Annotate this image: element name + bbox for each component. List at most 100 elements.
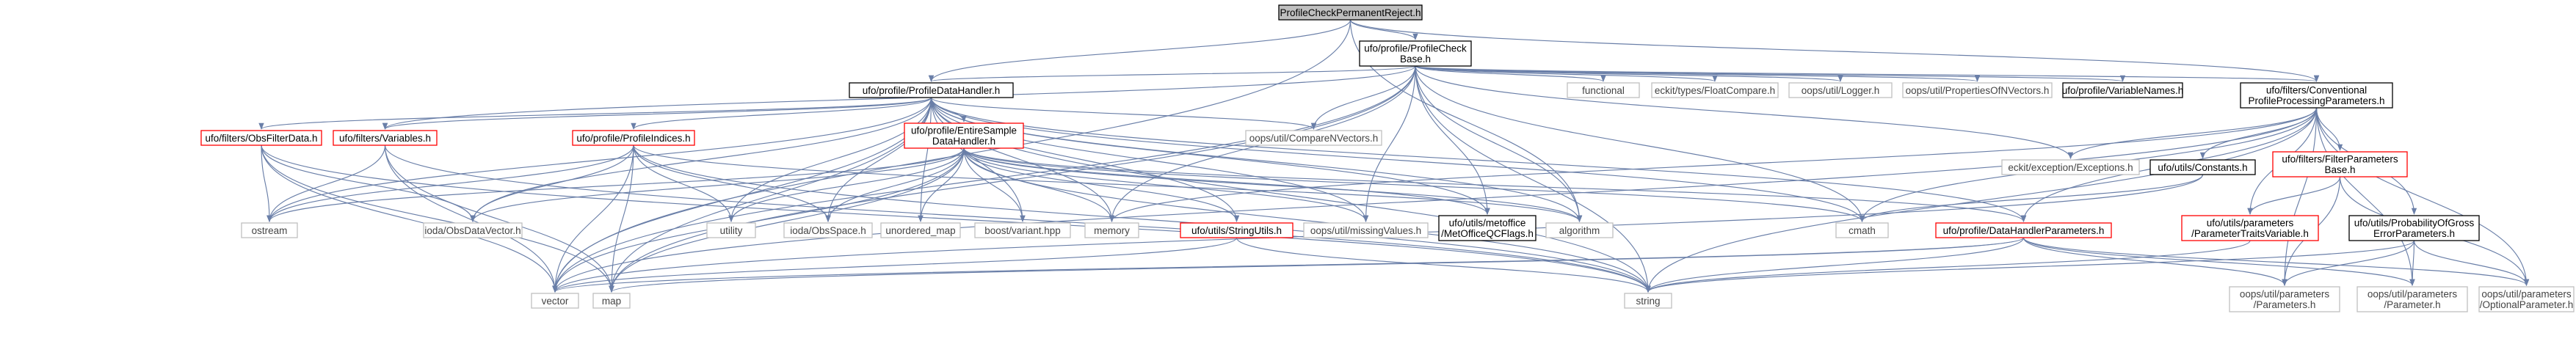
- node-label: boost/variant.hpp: [984, 225, 1061, 236]
- edge-profile_check_base-to-variables: [382, 65, 1416, 130]
- edge-prob_gross_error-to-optional_parameter: [2413, 240, 2530, 286]
- node-label: ioda/ObsDataVector.h: [424, 225, 520, 236]
- edge-entire_sample-to-missing_values: [963, 147, 1369, 222]
- edge-profile_indices-to-algorithm: [633, 144, 1582, 222]
- edge-data_handler_params-to-vector: [552, 237, 2025, 293]
- node-map: map: [592, 293, 631, 309]
- node-label: ufo/filters/ObsFilterData.h: [205, 133, 317, 144]
- node-conventional-params[interactable]: ufo/filters/ConventionalProfileProcessin…: [2240, 82, 2393, 109]
- edge-conventional_params-to-string: [1645, 107, 2318, 293]
- node-label: utility: [720, 225, 743, 236]
- node-label: Base.h: [1400, 54, 1431, 65]
- node-label: ufo/utils/metoffice: [1449, 218, 1526, 229]
- node-constants[interactable]: ufo/utils/Constants.h: [2149, 159, 2256, 175]
- node-optional-parameter: oops/util/parameters/OptionalParameter.h: [2478, 286, 2575, 312]
- node-met-office-qc-flags[interactable]: ufo/utils/metoffice/MetOfficeQCFlags.h: [1438, 215, 1536, 241]
- edge-profile_check_base-to-algorithm: [1415, 65, 1583, 222]
- edge-entire_sample-to-vector: [552, 147, 965, 293]
- edge-root-to-conventional_params: [1349, 19, 2319, 82]
- node-exceptions: eckit/exception/Exceptions.h: [2001, 159, 2140, 175]
- edge-profile_indices-to-string: [633, 144, 1651, 293]
- node-label: Base.h: [2324, 164, 2355, 175]
- edge-profile_data_handler-to-data_handler_params: [930, 97, 2027, 222]
- node-profile-data-handler[interactable]: ufo/profile/ProfileDataHandler.h: [849, 82, 1014, 98]
- node-obs-data-vector: ioda/ObsDataVector.h: [423, 222, 523, 238]
- node-label: ProfileProcessingParameters.h: [2248, 95, 2384, 106]
- edge-profile_data_handler-to-profile_indices: [631, 97, 932, 130]
- edge-profile_indices-to-utility: [633, 144, 734, 222]
- edge-data_handler_params-to-map: [609, 237, 2025, 293]
- node-compare-nvectors: oops/util/CompareNVectors.h: [1245, 130, 1382, 146]
- edge-profile_data_handler-to-ostream: [266, 97, 932, 222]
- node-boost-variant: boost/variant.hpp: [974, 222, 1071, 238]
- include-nodes: ProfileCheckPermanentReject.h ufo/profile…: [200, 4, 2575, 312]
- node-data-handler-params[interactable]: ufo/profile/DataHandlerParameters.h: [1935, 222, 2112, 238]
- node-label: ufo/profile/ProfileCheck: [1364, 43, 1467, 54]
- edge-obs_filter_data-to-string: [261, 144, 1651, 293]
- node-param-traits[interactable]: ufo/utils/parameters/ParameterTraitsVari…: [2181, 215, 2319, 241]
- edge-data_handler_params-to-optional_parameter: [2022, 237, 2529, 286]
- node-variable-names[interactable]: ufo/profile/VariableNames.h: [2062, 82, 2184, 98]
- edge-filter_parameters-to-param_traits: [2247, 176, 2341, 215]
- edge-obs_filter_data-to-obs_data_vector: [261, 144, 476, 222]
- node-string-utils[interactable]: ufo/utils/StringUtils.h: [1180, 222, 1294, 238]
- edge-profile_check_base-to-variable_names: [1415, 65, 2125, 82]
- edge-profile_check_base-to-cmath: [1415, 65, 1865, 222]
- edge-entire_sample-to-string: [963, 147, 1651, 293]
- node-label: oops/util/Logger.h: [1802, 85, 1880, 96]
- node-label: ufo/utils/StringUtils.h: [1191, 225, 1282, 236]
- node-label: /MetOfficeQCFlags.h: [1441, 228, 1534, 239]
- edge-profile_check_base-to-vector: [552, 65, 1416, 293]
- node-label: memory: [1094, 225, 1130, 236]
- node-label: oops/util/parameters: [2481, 289, 2572, 300]
- node-prob-gross-error[interactable]: ufo/utils/ProbabilityOfGrossErrorParamet…: [2348, 215, 2480, 241]
- node-obs-filter-data[interactable]: ufo/filters/ObsFilterData.h: [200, 130, 322, 146]
- edge-profile_check_base-to-map: [609, 65, 1416, 293]
- edge-entire_sample-to-boost_variant: [963, 147, 1026, 222]
- edge-param_traits-to-string: [1645, 240, 2251, 293]
- node-logger: oops/util/Logger.h: [1788, 82, 1893, 98]
- edge-profile_check_base-to-met_office_qc_flags: [1415, 65, 1490, 215]
- node-variables[interactable]: ufo/filters/Variables.h: [333, 130, 438, 146]
- edge-profile_check_base-to-logger: [1415, 65, 1843, 82]
- node-label: DataHandler.h: [932, 136, 995, 147]
- edge-profile_check_base-to-string: [1415, 65, 1651, 293]
- node-label: ioda/ObsSpace.h: [790, 225, 866, 236]
- edge-entire_sample-to-utility: [728, 147, 965, 222]
- node-float-compare: eckit/types/FloatCompare.h: [1651, 82, 1779, 98]
- node-string: string: [1624, 293, 1672, 309]
- node-label: ufo/profile/EntireSample: [911, 125, 1017, 136]
- edge-string_utils-to-vector: [552, 237, 1238, 293]
- edge-variables-to-ostream: [266, 144, 386, 222]
- node-label: ufo/utils/ProbabilityOfGross: [2354, 218, 2475, 229]
- node-label: ufo/filters/Conventional: [2266, 85, 2367, 96]
- node-label: eckit/types/FloatCompare.h: [1655, 85, 1775, 96]
- node-label: map: [602, 296, 621, 307]
- edge-entire_sample-to-unordered_map: [918, 147, 965, 222]
- edge-prob_gross_error-to-oops_parameters: [2282, 240, 2415, 286]
- node-label: ufo/filters/FilterParameters: [2282, 154, 2398, 165]
- edge-variables-to-vector: [384, 144, 558, 293]
- edge-obs_filter_data-to-ostream: [261, 144, 272, 222]
- node-cmath: cmath: [1835, 222, 1889, 238]
- edge-profile_data_handler-to-missing_values: [930, 97, 1369, 222]
- edge-profile_check_base-to-compare_nvectors: [1310, 65, 1416, 130]
- node-label: algorithm: [1559, 225, 1600, 236]
- edge-prob_gross_error-to-oops_parameter: [2409, 240, 2415, 286]
- edge-profile_indices-to-map: [609, 144, 634, 293]
- edge-profile_data_handler-to-boost_variant: [930, 97, 1026, 222]
- node-label: ufo/profile/VariableNames.h: [2062, 85, 2184, 96]
- edge-profile_data_handler-to-compare_nvectors: [930, 97, 1316, 130]
- node-properties-of-nvectors: oops/util/PropertiesOfNVectors.h: [1902, 82, 2053, 98]
- node-label: ErrorParameters.h: [2373, 228, 2455, 239]
- node-root[interactable]: ProfileCheckPermanentReject.h: [1278, 4, 1423, 21]
- edge-variables-to-map: [384, 144, 614, 293]
- node-label: eckit/exception/Exceptions.h: [2008, 162, 2133, 173]
- edge-profile_indices-to-obs_data_vector: [470, 144, 634, 222]
- node-profile-indices[interactable]: ufo/profile/ProfileIndices.h: [572, 130, 695, 146]
- node-label: ostream: [252, 225, 288, 236]
- edge-profile_check_base-to-profile_data_handler: [929, 65, 1416, 82]
